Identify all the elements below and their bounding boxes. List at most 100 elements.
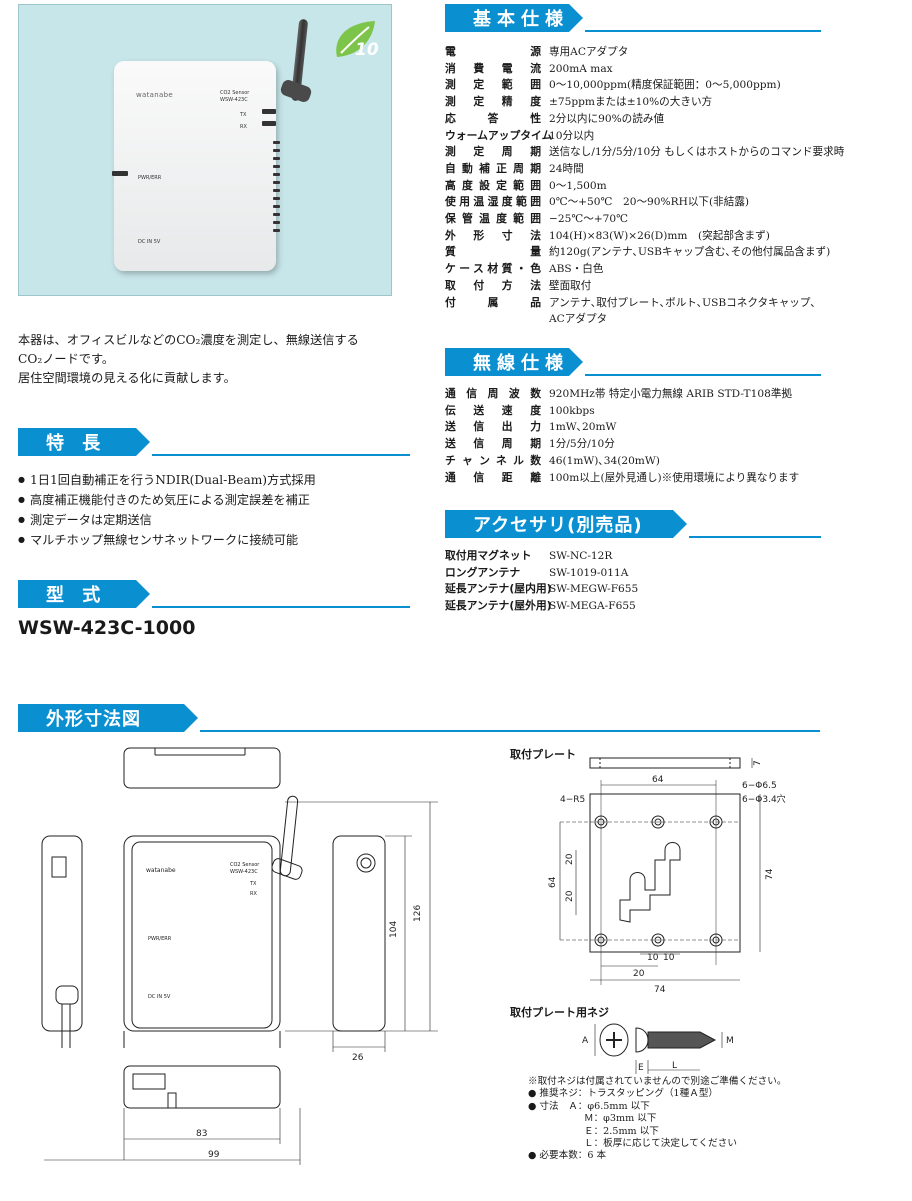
dim-screw-m: M [726, 1036, 734, 1046]
right-view [332, 835, 386, 1032]
dim-26: 26 [352, 1053, 364, 1063]
spec-row: ACアダプタ [445, 311, 885, 328]
spec-value: 送信なし/1分/5分/10分 もしくはホストからのコマンド要求時 [549, 146, 845, 159]
spec-key: 送信出力 [445, 420, 541, 434]
spec-key: 保管温度範囲 [445, 212, 541, 226]
spec-key: 通信距離 [445, 470, 541, 484]
drawing-model1: CO2 Sensor [230, 862, 260, 868]
dim-screw-a: A [582, 1036, 589, 1046]
dim-screw-l: L [672, 1061, 677, 1071]
spec-value: 10分以内 [549, 129, 595, 142]
basic-spec-header: 基本仕様 [445, 4, 821, 32]
device-model: CO2 Sensor WSW-423C [220, 90, 249, 104]
drawing-title: 外形寸法図 [18, 704, 198, 732]
dim-plate-74-right: 74 [765, 868, 775, 880]
spec-value: SW-1019-011A [549, 566, 629, 579]
spec-value: 専用ACアダプタ [549, 46, 629, 58]
spec-key: 応答性 [445, 111, 541, 125]
vent [273, 181, 280, 184]
spec-row: 延長アンテナ(屋内用)SW-MEGW-F655 [445, 581, 885, 598]
pwr-led [112, 171, 128, 176]
spec-value: ABS・白色 [549, 263, 604, 276]
spec-key: 測定精度 [445, 95, 541, 109]
spec-row: 通信距離 100m以上(屋外見通し)※使用環境により異なります [445, 470, 885, 487]
spec-key: 延長アンテナ(屋内用) [445, 582, 552, 596]
spec-key: ウォームアップタイム [445, 128, 553, 142]
device-model-line2: WSW-423C [220, 97, 248, 103]
intro-line: 居住空間環境の見える化に貢献します。 [18, 371, 236, 385]
spec-row: 使用温湿度範囲 0℃～+50℃ 20～90%RH以下(非結露) [445, 194, 885, 211]
spec-row: 取付方法壁面取付 [445, 278, 885, 295]
dc-in-label: DC IN 5V [138, 239, 161, 245]
feature-item: 1日1回自動補正を行うNDIR(Dual-Beam)方式採用 [18, 470, 398, 490]
spec-value: 100m以上(屋外見通し)※使用環境により異なります [549, 471, 800, 484]
spec-value: 0～10,000ppm(精度保証範囲：0～5,000ppm) [549, 79, 781, 92]
spec-value: 1mW､20mW [549, 421, 617, 434]
basic-spec-title: 基本仕様 [445, 4, 583, 32]
drawing-dc: DC IN 5V [148, 994, 171, 1000]
dim-plate-10a: 10 [647, 953, 659, 963]
screw-label: 取付プレート用ネジ [510, 1006, 609, 1019]
device-brand: watanabe [136, 91, 173, 99]
spec-value: 100kbps [549, 404, 595, 417]
spec-row: 測定精度 ±75ppmまたは±10%の大きい方 [445, 94, 885, 111]
vent [273, 141, 280, 144]
vent [273, 221, 280, 224]
spec-key: 使用温湿度範囲 [445, 195, 541, 209]
dim-plate-20b: 20 [565, 890, 575, 902]
spec-key: ロングアンテナ [445, 565, 521, 579]
dim-r5: 4−R5 [560, 795, 585, 805]
spec-key: 延長アンテナ(屋外用) [445, 599, 552, 613]
vent [273, 213, 280, 216]
left-view [41, 835, 83, 1032]
features-list: 1日1回自動補正を行うNDIR(Dual-Beam)方式採用 高度補正機能付きの… [18, 470, 398, 550]
spec-value: ACアダプタ [549, 313, 608, 326]
accessory-header: アクセサリ(別売品) [445, 510, 821, 538]
drawing-rx: RX [250, 891, 257, 897]
note-line: ● 推奨ネジ：トラスタッピング（1種Ａ型） [528, 1088, 719, 1100]
rx-label: RX [240, 124, 247, 130]
vent [273, 165, 280, 168]
wireless-spec-title: 無線仕様 [445, 348, 583, 376]
note-line: Ｌ：板厚に応じて決定してください [584, 1138, 737, 1150]
spec-value: 200mA max [549, 62, 613, 75]
rx-led [262, 121, 276, 126]
plate-label: 取付プレート [510, 748, 576, 761]
screw-thread [647, 1031, 717, 1049]
spec-key [445, 311, 549, 328]
drawing-pwr: PWR/ERR [148, 936, 172, 942]
spec-value: アンテナ､取付プレート､ボルト､USBコネクタキャップ､ [549, 296, 816, 309]
model-number: WSW-423C-1000 [18, 617, 196, 639]
spec-value: 0℃～+50℃ 20～90%RH以下(非結露) [549, 196, 750, 209]
note-line: Ｅ：2.5mm 以下 [584, 1125, 659, 1137]
spec-row: 付属品アンテナ､取付プレート､ボルト､USBコネクタキャップ､ [445, 295, 885, 312]
spec-row: 電源専用ACアダプタ [445, 44, 885, 61]
vent [273, 229, 280, 232]
spec-value: ±75ppmまたは±10%の大きい方 [549, 96, 713, 109]
spec-value: SW-MEGW-F655 [549, 583, 639, 596]
device-model-line1: CO2 Sensor [220, 90, 250, 96]
spec-row: 送信出力 1mW､20mW [445, 419, 885, 436]
spec-row: 保管温度範囲−25℃～+70℃ [445, 211, 885, 228]
bottom-view [123, 1065, 281, 1109]
tx-label: TX [240, 112, 247, 118]
screw-head-side [635, 1027, 649, 1053]
dim-83: 83 [196, 1129, 207, 1139]
note-line: ● 必要本数：6 本 [528, 1150, 607, 1162]
vent [273, 205, 280, 208]
spec-key: 高度設定範囲 [445, 178, 541, 192]
antenna-base-image [279, 78, 313, 104]
front-view [123, 835, 281, 1032]
product-photo: watanabe CO2 Sensor WSW-423C TX RX PWR/E… [18, 4, 392, 296]
model-title: 型 式 [18, 580, 150, 608]
spec-key: 取付方法 [445, 278, 541, 292]
note-line: Ｍ：φ3mm 以下 [584, 1113, 657, 1125]
